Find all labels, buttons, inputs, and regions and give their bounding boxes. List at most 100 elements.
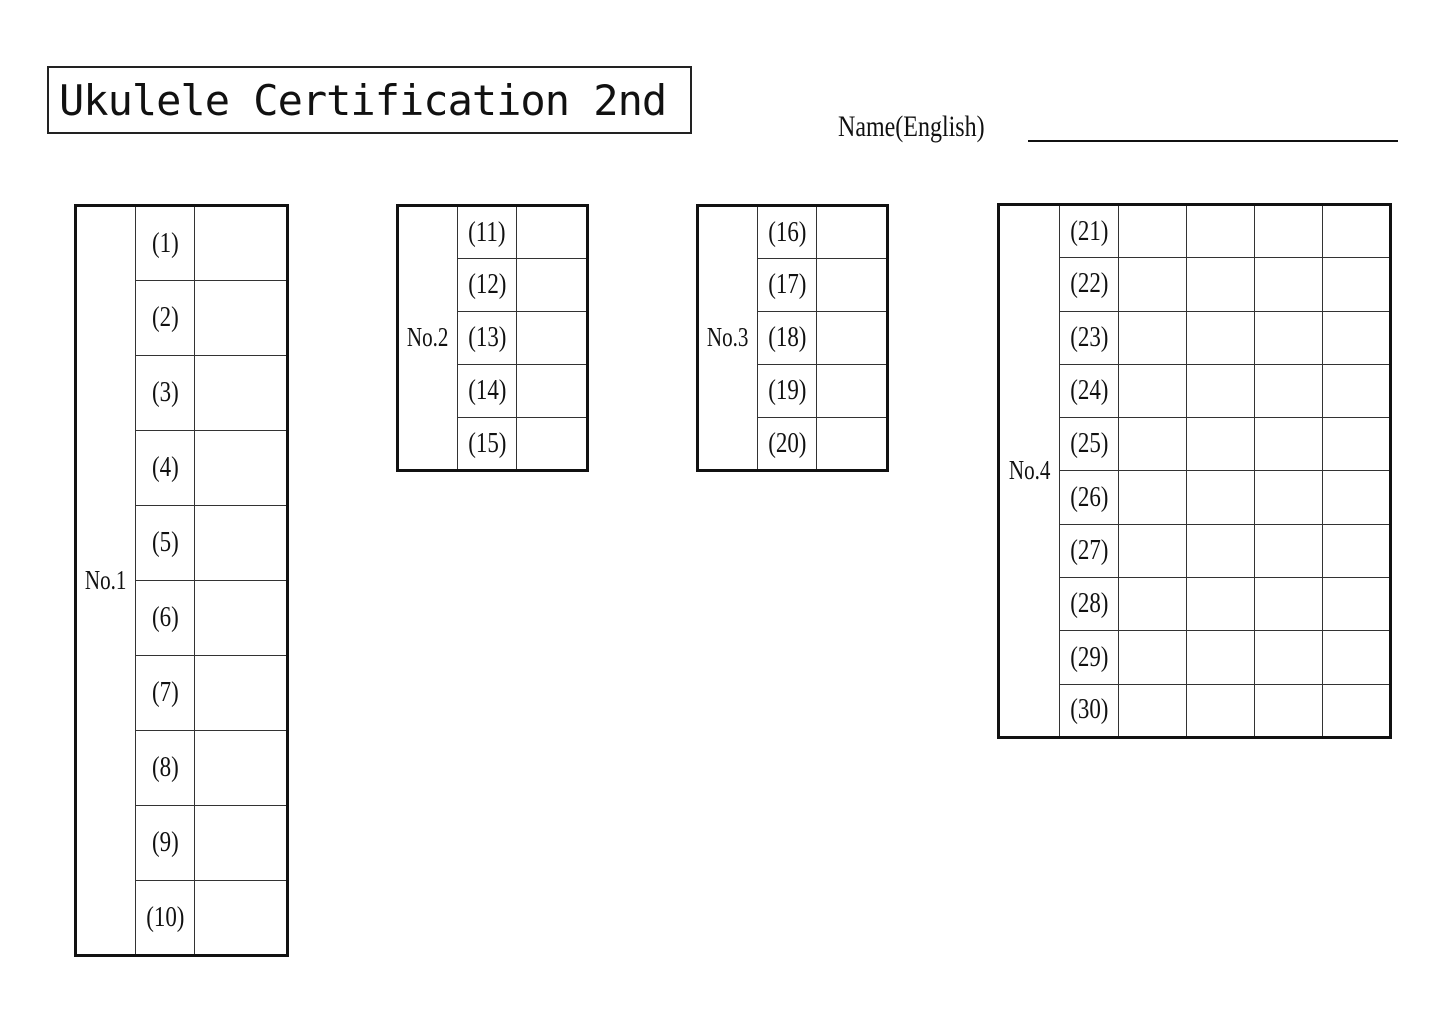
answer-cell[interactable] xyxy=(194,580,288,656)
answer-cell[interactable] xyxy=(1186,310,1255,365)
answer-cell[interactable] xyxy=(1186,577,1255,632)
answer-cell[interactable] xyxy=(194,655,288,731)
answer-cell[interactable] xyxy=(194,880,288,956)
question-number: (15) xyxy=(457,417,517,471)
question-number: (21) xyxy=(1059,203,1119,259)
answer-cell[interactable] xyxy=(816,205,888,259)
question-number: (20) xyxy=(757,417,817,471)
answer-cell[interactable] xyxy=(1322,630,1391,685)
answer-cell[interactable] xyxy=(194,355,288,431)
answer-cell[interactable] xyxy=(516,311,588,365)
question-number: (2) xyxy=(135,280,195,356)
answer-block-no4: No.4(21)(22)(23)(24)(25)(26)(27)(28)(29)… xyxy=(997,203,1392,739)
answer-cell[interactable] xyxy=(194,730,288,806)
answer-cell[interactable] xyxy=(1118,363,1187,419)
question-number-text: (7) xyxy=(151,677,179,708)
block-label: No.1 xyxy=(75,205,136,956)
answer-cell[interactable] xyxy=(1118,310,1187,365)
answer-cell[interactable] xyxy=(1254,630,1323,685)
question-number: (4) xyxy=(135,430,195,506)
question-number: (3) xyxy=(135,355,195,431)
answer-cell[interactable] xyxy=(1254,470,1323,525)
answer-cell[interactable] xyxy=(1118,577,1187,632)
answer-row: (25) xyxy=(999,417,1391,472)
block-label: No.4 xyxy=(998,204,1060,738)
answer-cell[interactable] xyxy=(1186,683,1255,738)
answer-row: (15) xyxy=(398,417,588,471)
answer-cell[interactable] xyxy=(1186,523,1255,579)
question-number: (24) xyxy=(1059,363,1119,419)
answer-cell[interactable] xyxy=(1186,257,1255,312)
answer-cell[interactable] xyxy=(194,505,288,581)
answer-cell[interactable] xyxy=(194,280,288,356)
answer-row: (19) xyxy=(698,364,888,418)
question-number-text: (6) xyxy=(151,602,179,633)
question-number-text: (15) xyxy=(467,427,507,459)
block-label-text: No.2 xyxy=(407,322,449,352)
block-label-text: No.1 xyxy=(85,564,127,595)
answer-cell[interactable] xyxy=(1254,363,1323,419)
answer-cell[interactable] xyxy=(1118,417,1187,472)
answer-cell[interactable] xyxy=(516,364,588,418)
answer-cell[interactable] xyxy=(816,364,888,418)
answer-cell[interactable] xyxy=(1186,363,1255,419)
question-number-text: (10) xyxy=(145,901,185,933)
answer-cell[interactable] xyxy=(1322,417,1391,472)
answer-cell[interactable] xyxy=(1186,630,1255,685)
question-number: (29) xyxy=(1059,630,1119,685)
answer-cell[interactable] xyxy=(1118,203,1187,259)
answer-cell[interactable] xyxy=(1322,523,1391,579)
question-number: (14) xyxy=(457,364,517,418)
answer-block-no1: No.1(1)(2)(3)(4)(5)(6)(7)(8)(9)(10) xyxy=(74,204,289,957)
answer-row: (9) xyxy=(76,805,288,881)
answer-cell[interactable] xyxy=(816,417,888,471)
answer-cell[interactable] xyxy=(1322,577,1391,632)
answer-cell[interactable] xyxy=(194,430,288,506)
question-number: (25) xyxy=(1059,417,1119,472)
answer-cell[interactable] xyxy=(1254,417,1323,472)
answer-cell[interactable] xyxy=(1322,203,1391,259)
answer-cell[interactable] xyxy=(1186,203,1255,259)
question-number: (23) xyxy=(1059,310,1119,365)
question-number-text: (22) xyxy=(1069,268,1109,300)
answer-cell[interactable] xyxy=(1186,417,1255,472)
answer-cell[interactable] xyxy=(1254,523,1323,579)
answer-cell[interactable] xyxy=(816,258,888,312)
answer-cell[interactable] xyxy=(1118,470,1187,525)
answer-cell[interactable] xyxy=(1118,683,1187,738)
question-number-text: (29) xyxy=(1069,641,1109,673)
answer-cell[interactable] xyxy=(194,205,288,281)
answer-cell[interactable] xyxy=(1254,683,1323,738)
answer-cell[interactable] xyxy=(1254,257,1323,312)
answer-cell[interactable] xyxy=(516,417,588,471)
answer-row: (8) xyxy=(76,730,288,806)
answer-row: (20) xyxy=(698,417,888,471)
answer-cell[interactable] xyxy=(816,311,888,365)
answer-row: (10) xyxy=(76,880,288,956)
answer-row: (5) xyxy=(76,505,288,581)
question-number: (22) xyxy=(1059,257,1119,312)
answer-cell[interactable] xyxy=(1118,630,1187,685)
name-write-line[interactable] xyxy=(1028,140,1398,142)
question-number-text: (20) xyxy=(767,427,807,459)
question-number-text: (12) xyxy=(467,269,507,300)
answer-row: (18) xyxy=(698,311,888,365)
answer-cell[interactable] xyxy=(1322,310,1391,365)
answer-cell[interactable] xyxy=(1254,577,1323,632)
question-number: (10) xyxy=(135,880,195,956)
answer-cell[interactable] xyxy=(1254,310,1323,365)
answer-cell[interactable] xyxy=(1118,523,1187,579)
answer-cell[interactable] xyxy=(516,258,588,312)
answer-cell[interactable] xyxy=(516,205,588,259)
answer-cell[interactable] xyxy=(1118,257,1187,312)
answer-cell[interactable] xyxy=(1322,257,1391,312)
answer-cell[interactable] xyxy=(1254,203,1323,259)
answer-row: (30) xyxy=(999,683,1391,738)
question-number: (26) xyxy=(1059,470,1119,525)
answer-cell[interactable] xyxy=(1322,363,1391,419)
answer-cell[interactable] xyxy=(1322,683,1391,738)
answer-cell[interactable] xyxy=(1186,470,1255,525)
answer-cell[interactable] xyxy=(194,805,288,881)
answer-cell[interactable] xyxy=(1322,470,1391,525)
answer-row: (17) xyxy=(698,258,888,312)
